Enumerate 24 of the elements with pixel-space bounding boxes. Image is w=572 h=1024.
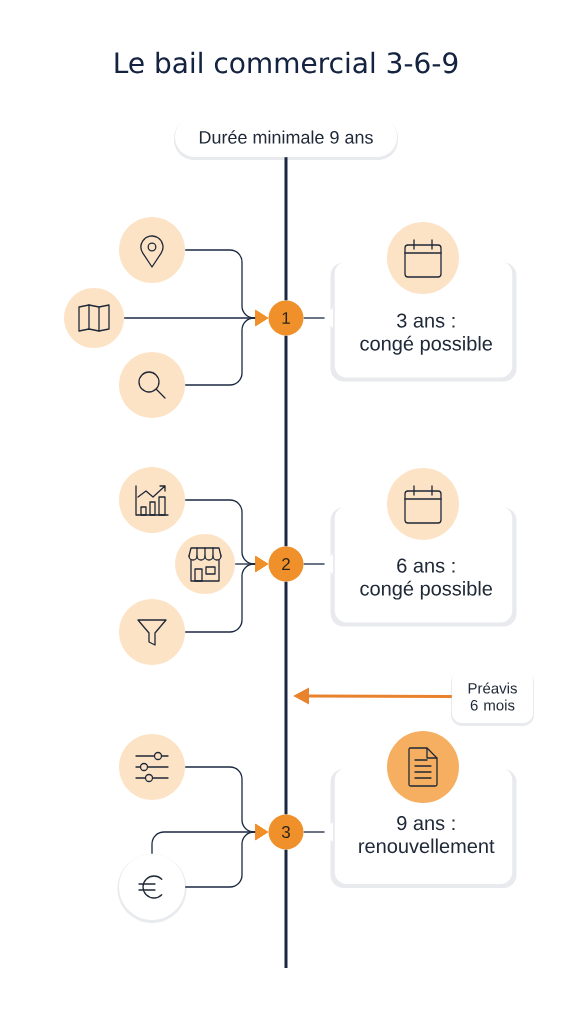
icon-circle (119, 599, 185, 665)
info-card: 3 ans : congé possible (322, 261, 517, 382)
timeline-line (284, 849, 288, 968)
info-card: 9 ans : renouvellement (322, 768, 517, 888)
connector-line (303, 831, 326, 833)
label-pill: Durée minimale 9 ans (174, 117, 398, 160)
timeline-line (284, 335, 288, 547)
icon-circle (64, 288, 124, 348)
icon-circle (119, 217, 185, 283)
icon-circle (119, 467, 185, 533)
step-number: 3 (268, 814, 304, 850)
icon-circle (117, 854, 187, 923)
icon-circle (175, 534, 235, 594)
icon-circle (119, 734, 185, 800)
connector-line (303, 317, 326, 319)
timeline-line (284, 581, 288, 815)
timeline-line (284, 157, 288, 301)
title: Le bail commercial 3-6-9 (115, 51, 458, 74)
step-number: 2 (268, 546, 304, 582)
step-number: 1 (268, 300, 304, 336)
connector-line (303, 563, 326, 565)
note-bubble: Préavis 6 mois (451, 670, 534, 726)
info-card: 6 ans : congé possible (322, 506, 517, 627)
icon-circle (119, 352, 185, 418)
